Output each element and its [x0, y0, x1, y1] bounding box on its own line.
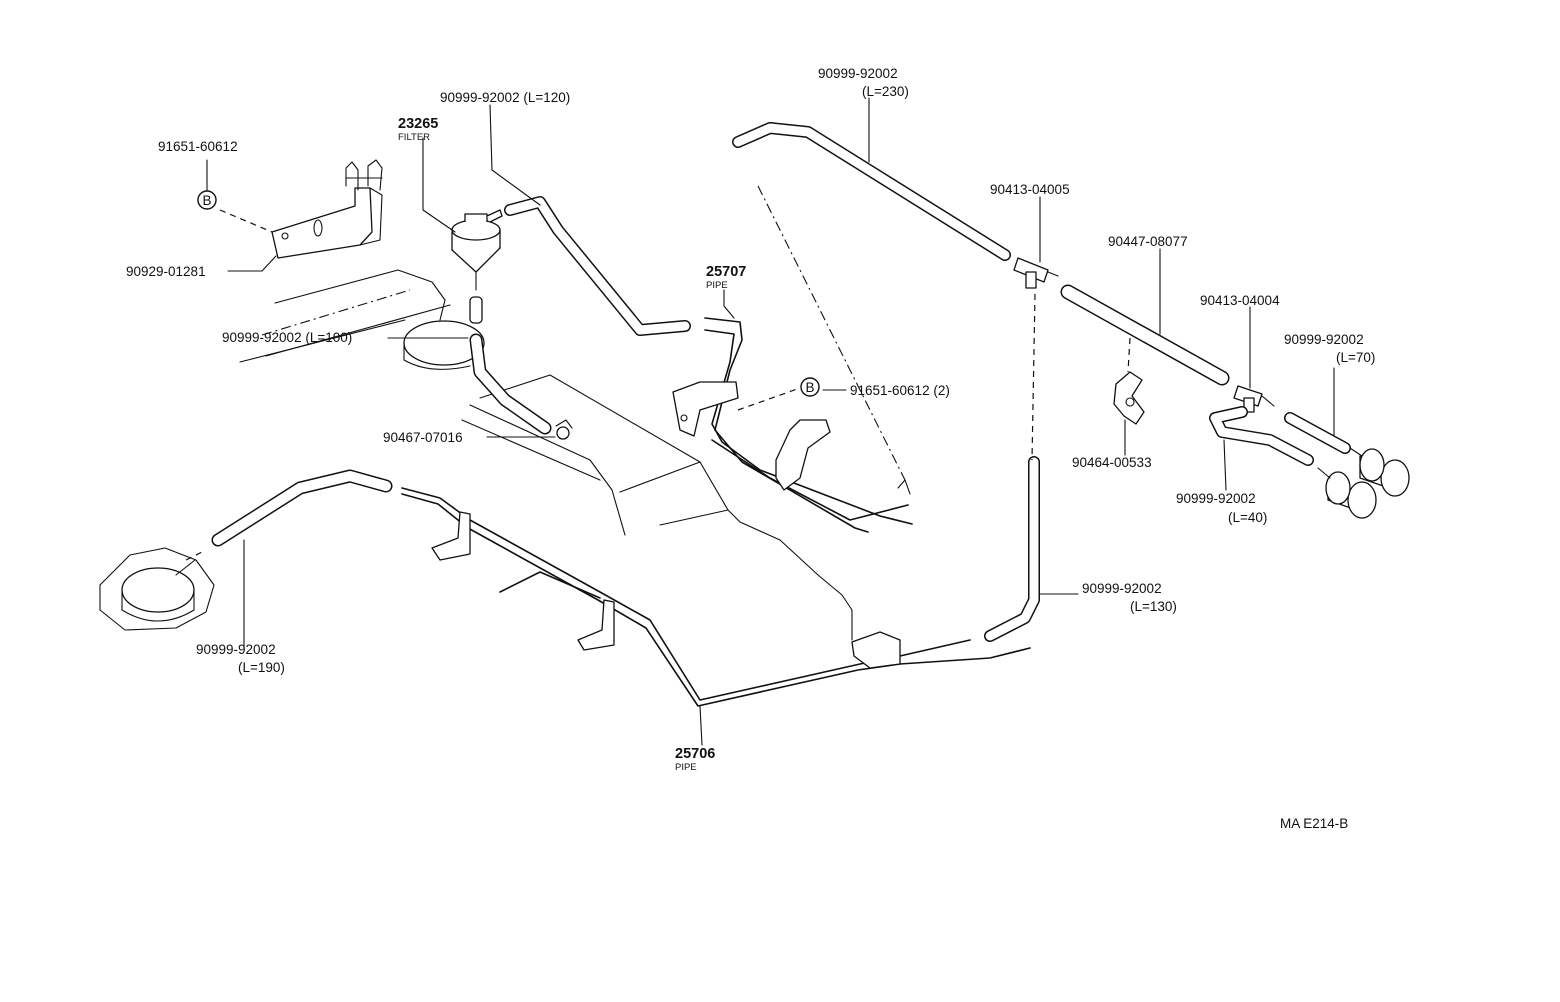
label-hose-l130-len: (L=130) [1130, 599, 1177, 614]
label-hose-l190-len: (L=190) [238, 660, 285, 675]
svg-text:B: B [805, 380, 814, 395]
hose-l190 [211, 469, 393, 547]
hose-l120 [504, 196, 691, 336]
diagram-code: MA E214-B [1280, 816, 1348, 831]
pipe-25707 [672, 317, 913, 533]
label-hose-l100: 90999-92002 (L=100) [222, 330, 352, 345]
label-pipe-25707-name: PIPE [706, 280, 728, 291]
clamp-90464-00533 [1113, 371, 1145, 425]
label-clamp-ref-mid: 91651-60612 (2) [850, 383, 950, 398]
label-tjoint-lower: 90413-04004 [1200, 293, 1280, 308]
label-filter-number: 23265 [398, 116, 438, 132]
label-filter-name: FILTER [398, 132, 430, 143]
label-hose-l120: 90999-92002 (L=120) [440, 90, 570, 105]
label-hose-08077: 90447-08077 [1108, 234, 1188, 249]
label-hose-l190-part: 90999-92002 [196, 642, 276, 657]
bracket-90929-01281 [271, 159, 383, 259]
hose-90447-08077 [1060, 284, 1230, 386]
label-hose-l130-part: 90999-92002 [1082, 581, 1162, 596]
tjoint-90413-04005 [1013, 257, 1059, 289]
label-bracket-part: 90929-01281 [126, 264, 206, 279]
reference-circle-mid: B [800, 377, 820, 397]
label-hose-l70-len: (L=70) [1336, 350, 1375, 365]
hose-l70 [1284, 412, 1351, 454]
label-hose-l40-len: (L=40) [1228, 510, 1267, 525]
label-clamp-ref-top: 91651-60612 [158, 139, 238, 154]
leader-lines [206, 97, 1335, 746]
label-pipe-25706-number: 25706 [675, 746, 715, 762]
canister-pair [1317, 447, 1410, 519]
charcoal-canister [99, 547, 215, 631]
label-pipe-25707-number: 25707 [706, 264, 746, 280]
tjoint-90413-04004 [1233, 385, 1275, 413]
label-hose-l40-part: 90999-92002 [1176, 491, 1256, 506]
label-clip-part: 90467-07016 [383, 430, 463, 445]
clip-90467-07016 [555, 419, 573, 440]
hose-l130 [984, 456, 1040, 642]
engine-block-outline [461, 374, 853, 641]
label-tjoint-upper: 90413-04005 [990, 182, 1070, 197]
fuel-filter-23265 [451, 209, 503, 324]
reference-circle-top: B [197, 190, 217, 210]
svg-text:B: B [202, 193, 211, 208]
hose-l230 [732, 122, 1011, 261]
air-cleaner-outline [239, 269, 485, 370]
hose-l40 [1209, 406, 1314, 466]
label-hose-l230-len: (L=230) [862, 84, 909, 99]
dashed-guides [185, 185, 1131, 561]
hose-l100 [469, 333, 552, 435]
label-pipe-25706-name: PIPE [675, 762, 697, 773]
label-clamp-00533: 90464-00533 [1072, 455, 1152, 470]
label-hose-l230-part: 90999-92002 [818, 66, 898, 81]
label-hose-l70-part: 90999-92002 [1284, 332, 1364, 347]
pipe-25706 [401, 487, 1031, 707]
